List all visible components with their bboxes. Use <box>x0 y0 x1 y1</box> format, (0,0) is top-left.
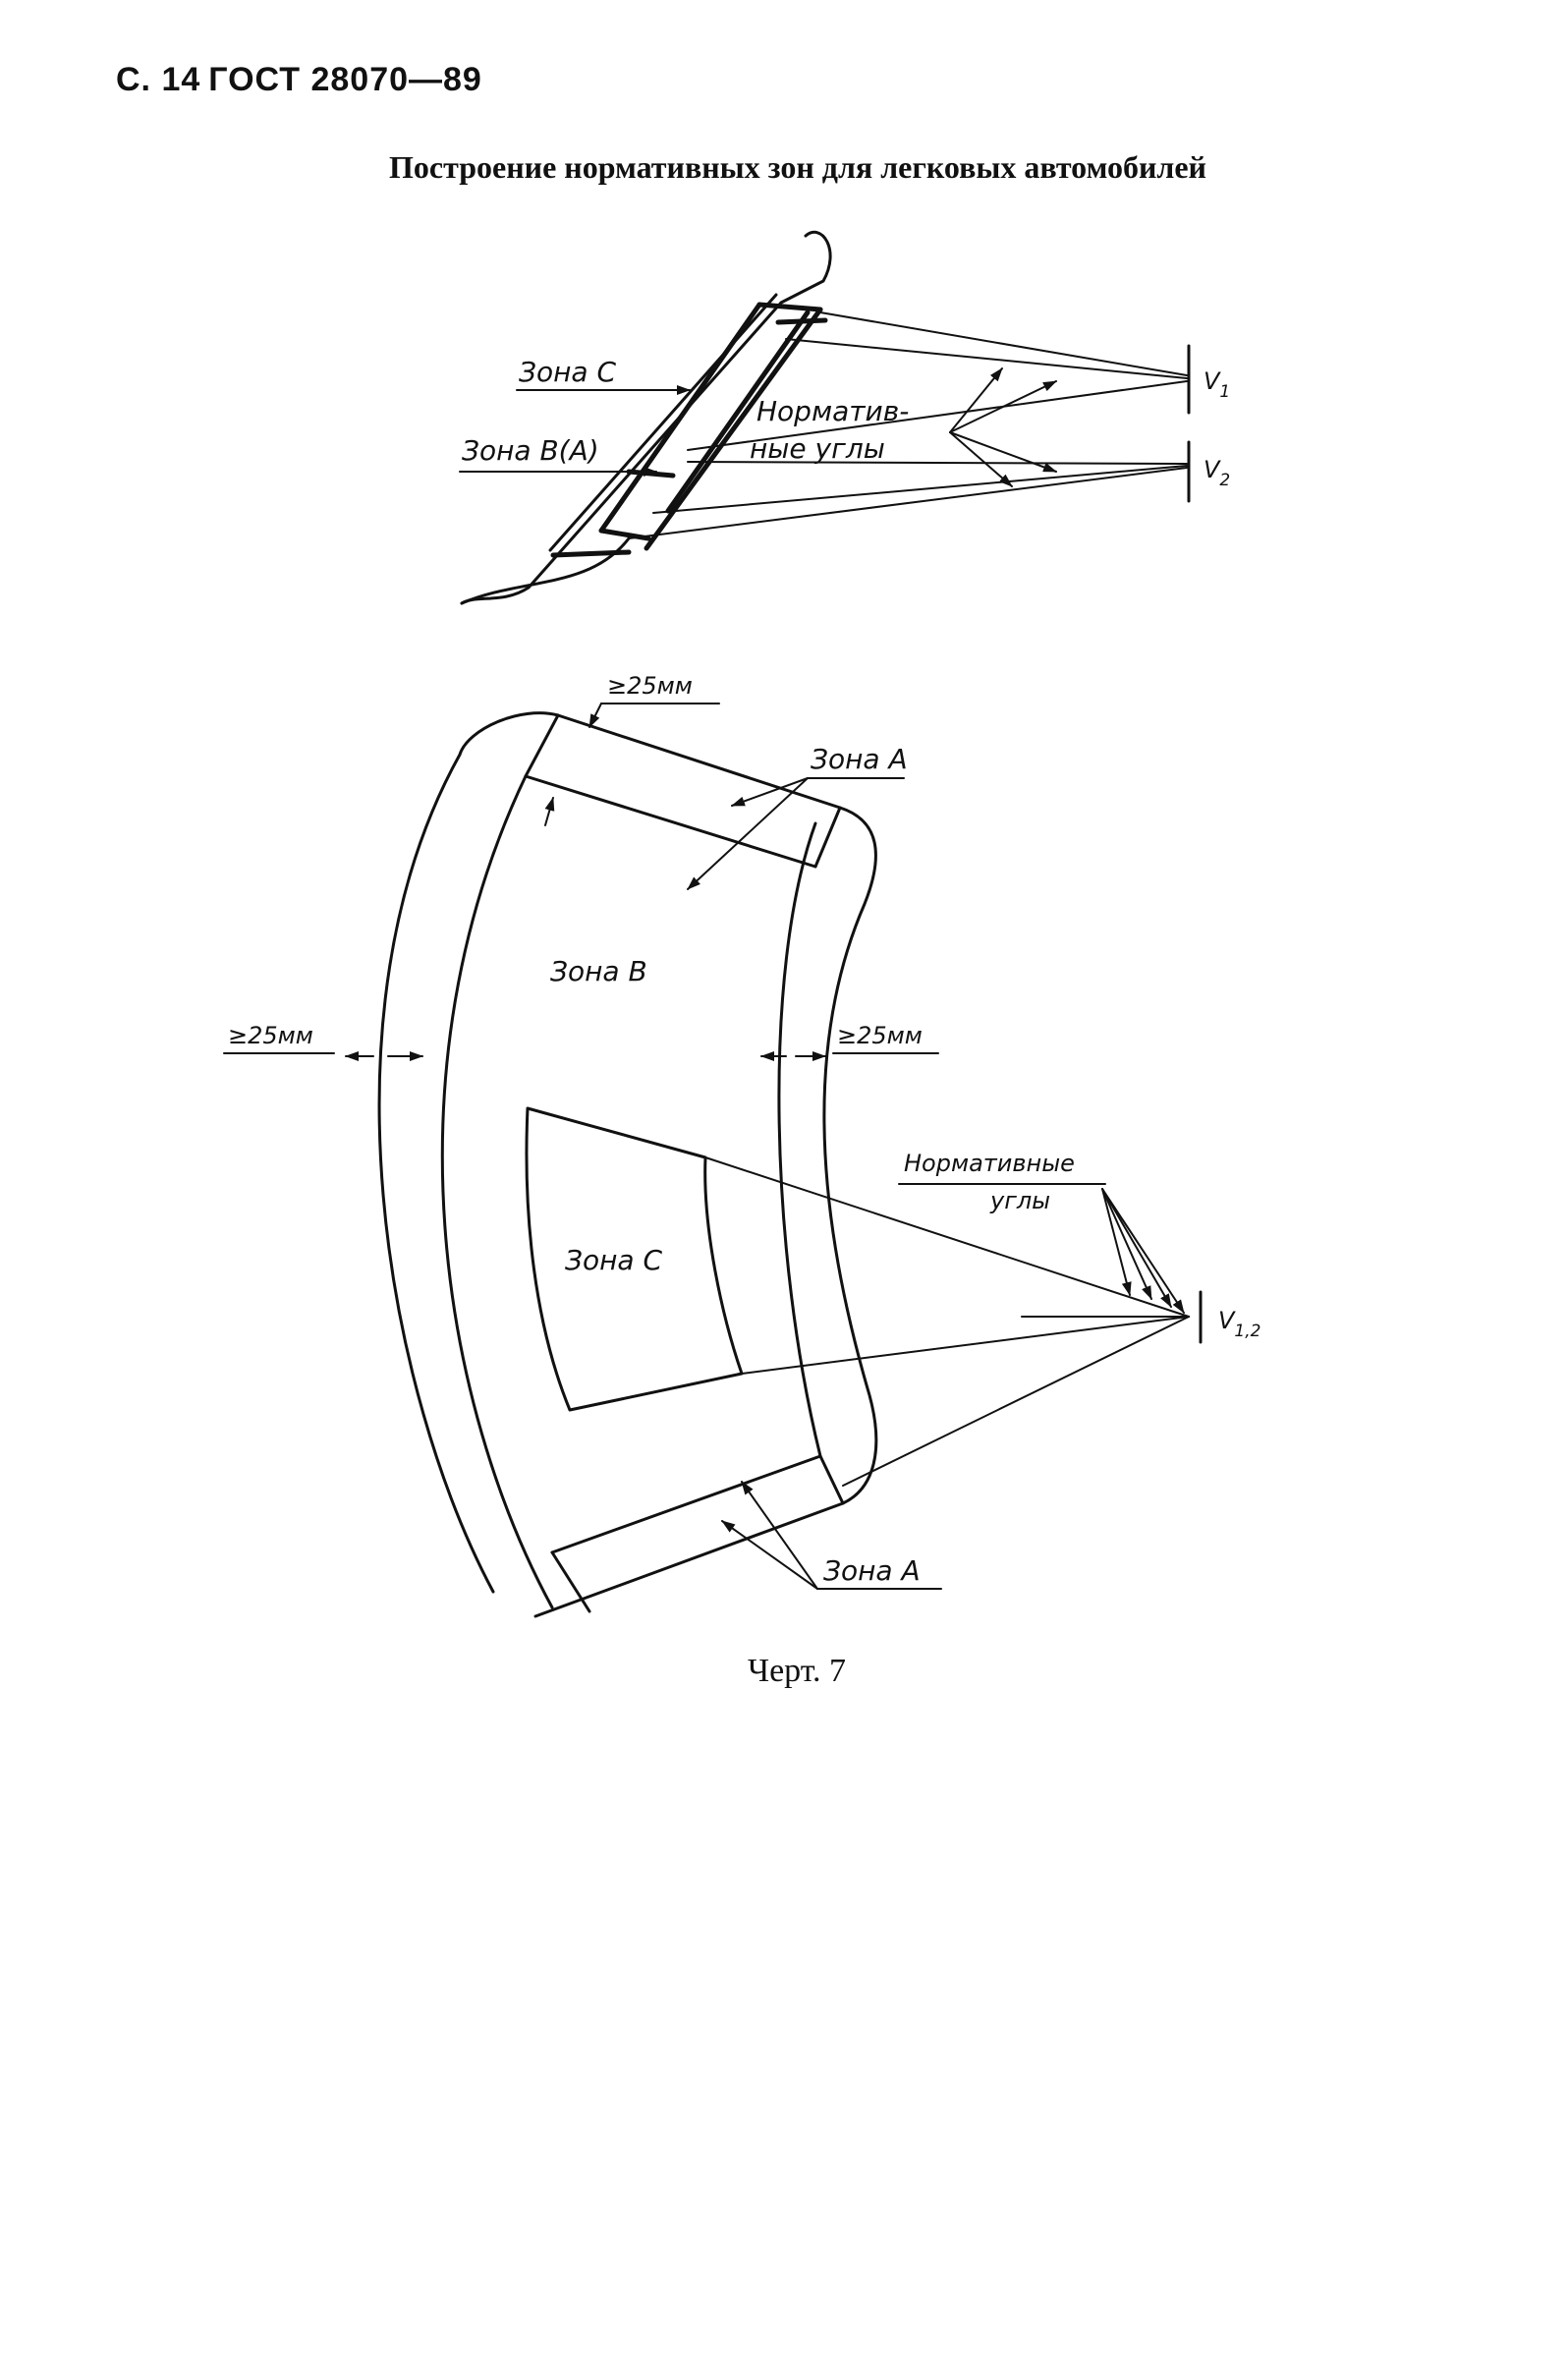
figure-title: Построение нормативных зон для легковых … <box>389 149 1206 185</box>
label-zone-c-top: Зона С <box>519 356 616 388</box>
label-v2: V2 <box>1204 456 1230 490</box>
dim-right-25mm: ≥25мм <box>837 1022 923 1049</box>
zone-a-top-right-edge <box>813 806 842 869</box>
zone-c-area <box>525 1106 744 1412</box>
zone-ba-strip-outer <box>644 307 823 551</box>
top-view-diagram: Зона С Зона В(А) Норматив- ные углы V1 V… <box>459 230 1230 605</box>
dim-left-25mm: ≥25мм <box>228 1022 313 1049</box>
zone-a-bottom-left-edge <box>550 1550 591 1613</box>
dim-top-25mm: ≥25мм <box>607 672 693 700</box>
zone-ba-strip-inner <box>665 310 811 514</box>
zone-a-top-lower-edge <box>524 774 817 869</box>
windshield-outer-contour <box>377 711 878 1618</box>
sight-line-v12-2 <box>741 1316 1190 1375</box>
label-angles-top-line2: ные углы <box>750 432 885 465</box>
label-angles-top-line1: Норматив- <box>756 395 909 427</box>
label-zone-a-top: Зона А <box>811 743 908 775</box>
label-zone-b: Зона В <box>550 955 647 987</box>
label-angles-front-line2: углы <box>989 1187 1050 1214</box>
label-zone-c: Зона С <box>565 1244 662 1276</box>
sight-line-v1-lower <box>687 380 1188 451</box>
standard-number: ГОСТ 28070—89 <box>208 61 482 98</box>
sight-line-v1-mid <box>785 338 1188 379</box>
sight-line-v2-upper <box>687 461 1188 465</box>
page-number: С. 14 <box>116 61 201 98</box>
sight-line-v12-3 <box>842 1316 1190 1487</box>
figure-caption: Черт. 7 <box>747 1653 847 1689</box>
front-view-diagram: ≥25мм Зона А Зона В ≥25мм ≥25мм Зона С Н… <box>223 672 1260 1618</box>
label-zone-a-bottom: Зона А <box>823 1554 921 1587</box>
zone-a-top-left-edge <box>524 713 560 778</box>
label-zone-ba: Зона В(А) <box>462 434 599 467</box>
zone-a-bottom-upper-edge <box>550 1454 822 1554</box>
sight-line-v2-lower <box>628 467 1188 539</box>
zone-a-bottom-right-edge <box>818 1454 845 1505</box>
sight-line-v1-upper <box>819 311 1188 376</box>
label-v1: V1 <box>1204 367 1230 402</box>
windshield-outer-line <box>460 230 832 605</box>
windshield-inner-border <box>440 774 554 1609</box>
label-angles-front-line1: Нормативные <box>904 1150 1075 1177</box>
sight-line-v12-1 <box>704 1156 1190 1318</box>
zone-c-strip <box>598 302 762 534</box>
label-v12: V1,2 <box>1218 1307 1260 1341</box>
